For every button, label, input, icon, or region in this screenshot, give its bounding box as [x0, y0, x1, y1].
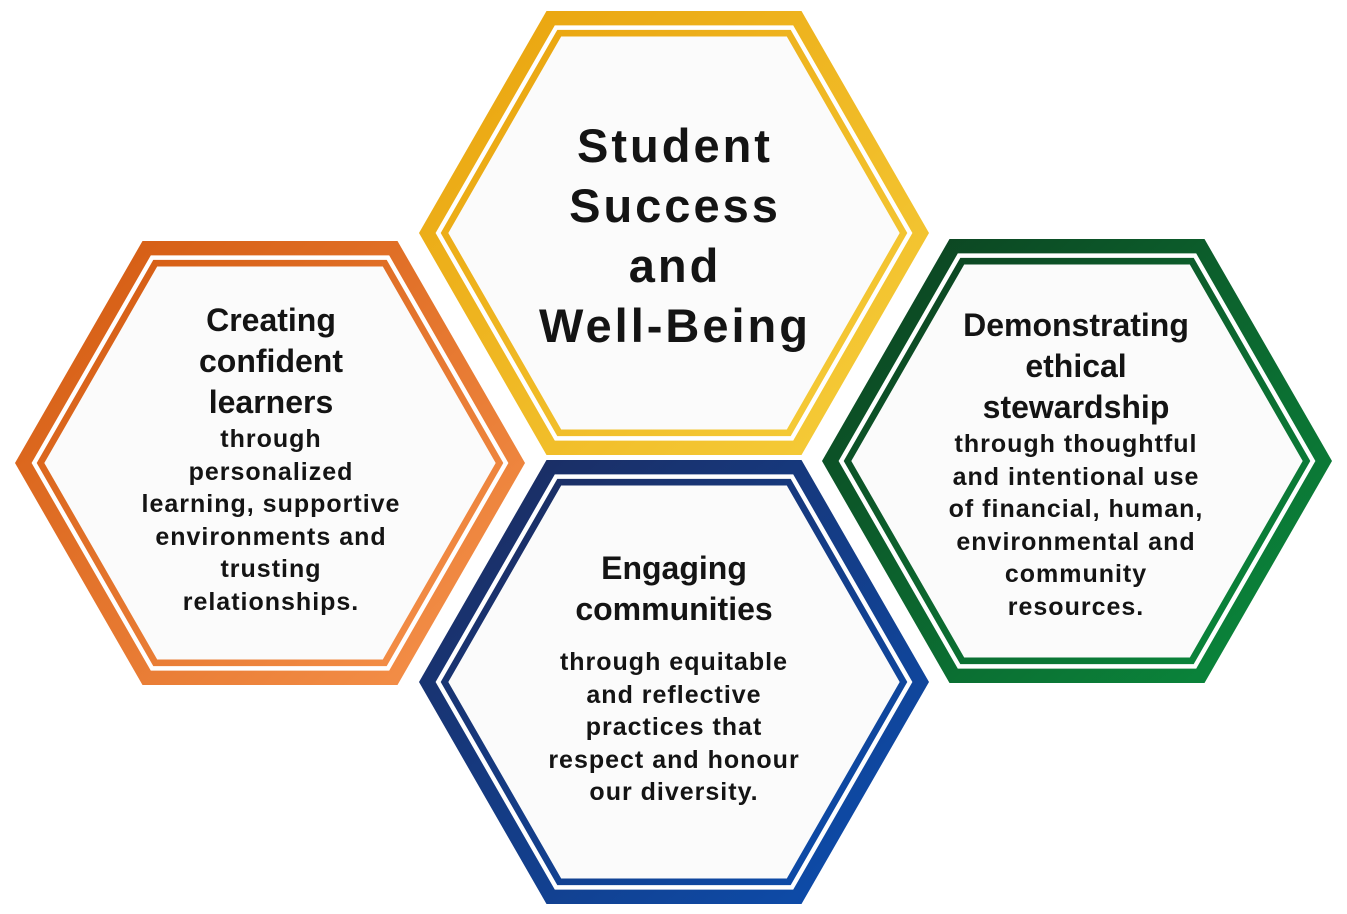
right-hexagon	[822, 239, 1332, 683]
right-hexagon-text: Demonstrating ethical stewardship throug…	[900, 305, 1252, 623]
bottom-body-line: through equitable	[559, 648, 789, 676]
bottom-hexagon-title: Engaging communities	[498, 548, 850, 630]
left-body-line: environments and	[155, 522, 387, 551]
center-hexagon-title: Student Success and Well-Being	[475, 116, 875, 356]
bottom-body-line: and reflective	[586, 680, 762, 709]
center-title-line: and	[628, 239, 722, 292]
left-title-line: confident	[199, 343, 343, 379]
left-title-line: learners	[208, 384, 334, 420]
left-body-line: trusting	[220, 555, 322, 583]
left-hexagon	[15, 241, 525, 685]
left-body-line: personalized	[188, 457, 354, 486]
bottom-hexagon	[419, 460, 929, 904]
bottom-hexagon-body: through equitable and reflective practic…	[498, 646, 850, 809]
left-body-line: learning, supportive	[141, 490, 401, 518]
right-title-line: stewardship	[982, 389, 1170, 425]
hexagon-face	[448, 485, 900, 879]
right-body-line: resources.	[1007, 592, 1145, 621]
bottom-body-line: our diversity.	[589, 778, 759, 806]
hexagon-face	[448, 36, 900, 430]
hexagon-face	[44, 266, 496, 660]
left-body-line: through	[220, 425, 322, 453]
bottom-title-line: Engaging	[601, 550, 747, 586]
bottom-body-line: practices that	[585, 713, 763, 741]
hexagon-face	[851, 264, 1303, 658]
bottom-title-line: communities	[575, 591, 773, 627]
center-title-line: Student	[577, 119, 773, 172]
left-title-line: Creating	[206, 302, 336, 338]
left-hexagon-text: Creating confident learners through pers…	[95, 300, 447, 618]
bottom-body-line: respect and honour	[548, 745, 800, 774]
right-body-line: environmental and	[956, 527, 1196, 556]
right-title-line: Demonstrating	[963, 307, 1189, 343]
center-title-line: Well-Being	[539, 299, 811, 352]
right-title-line: ethical	[1025, 348, 1127, 384]
right-body-line: of financial, human,	[948, 495, 1204, 523]
right-body-line: community	[1004, 560, 1148, 588]
left-body-line: relationships.	[182, 587, 360, 616]
right-body-line: through thoughtful	[954, 430, 1198, 458]
right-body-line: and intentional use	[952, 462, 1200, 491]
center-hexagon	[419, 11, 929, 455]
center-title-line: Success	[569, 179, 781, 232]
